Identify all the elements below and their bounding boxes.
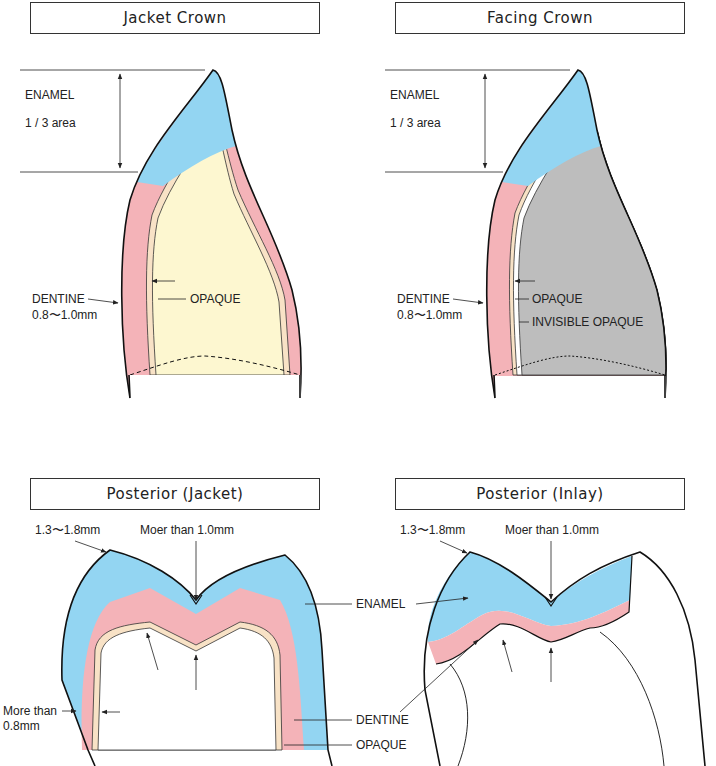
tooth-outline	[122, 70, 301, 398]
measure-lines	[20, 70, 205, 172]
dimension-arrow	[485, 74, 486, 168]
part-label: ENAMEL	[356, 597, 405, 612]
part-label: OPAQUE	[532, 292, 582, 307]
thickness-arrow	[515, 281, 535, 282]
part-label: More than 0.8mm	[3, 704, 61, 734]
leader-line	[158, 299, 186, 300]
dentine-layer	[82, 588, 304, 750]
part-label: 1 / 3 area	[25, 116, 76, 131]
part-label: OPAQUE	[356, 738, 406, 753]
measure-lines	[385, 70, 570, 172]
opaque-layer	[92, 622, 282, 750]
thickness-arrow	[152, 281, 175, 282]
part-label: OPAQUE	[190, 292, 240, 307]
part-label: DENTINE	[32, 292, 85, 307]
thickness-arrow	[102, 712, 120, 713]
panel-title-box: Jacket Crown	[30, 2, 320, 34]
tooth-outline	[424, 552, 705, 766]
panel-title: Posterior (Inlay)	[476, 485, 603, 503]
thickness-arrow	[503, 640, 512, 672]
leader-line	[515, 299, 529, 300]
leader-line	[519, 322, 529, 323]
posterior-inlay-drawing	[424, 552, 705, 766]
inlay-outline	[436, 556, 632, 664]
part-label: DENTINE	[397, 292, 450, 307]
part-label: Moer than 1.0mm	[505, 523, 599, 538]
part-label: ENAMEL	[25, 88, 74, 103]
dimension-arrow	[120, 74, 121, 168]
tooth-outline	[62, 550, 332, 766]
facing-crown-drawing	[385, 70, 666, 398]
tooth-body	[424, 552, 705, 766]
tooth-outline	[487, 70, 666, 398]
dentine-layer	[487, 70, 666, 398]
jacket-crown-drawing	[20, 70, 301, 398]
part-label: Moer than 1.0mm	[140, 523, 234, 538]
panel-title: Facing Crown	[487, 9, 593, 27]
dentine-layer	[122, 70, 301, 398]
leader-line	[453, 299, 483, 303]
enamel-layer	[502, 70, 601, 186]
thickness-arrow	[147, 633, 158, 670]
thickness-arrow	[551, 648, 552, 682]
enamel-layer	[62, 550, 328, 750]
prepared-tooth	[98, 628, 276, 750]
part-label: 1.3〜1.8mm	[400, 523, 465, 538]
margin-line	[130, 356, 300, 375]
margin-line	[495, 356, 665, 375]
panel-title-box: Posterior (Inlay)	[395, 478, 685, 510]
internal-lines	[450, 632, 664, 766]
part-label: ENAMEL	[390, 88, 439, 103]
panel-title-box: Posterior (Jacket)	[30, 478, 320, 510]
part-label: 1 / 3 area	[390, 116, 441, 131]
panel-title: Posterior (Jacket)	[107, 485, 244, 503]
part-label: 1.3〜1.8mm	[35, 523, 100, 538]
part-label: DENTINE	[356, 713, 409, 728]
part-label: 0.8〜1.0mm	[397, 308, 462, 323]
callout-lines	[62, 541, 551, 745]
part-label: 0.8〜1.0mm	[32, 308, 97, 323]
panel-title-box: Facing Crown	[395, 2, 685, 34]
posterior-jacket-drawing	[62, 550, 332, 766]
thickness-arrow	[196, 655, 197, 690]
leader-line	[88, 299, 118, 303]
panel-title: Jacket Crown	[123, 9, 226, 27]
enamel-layer	[137, 70, 236, 186]
part-label: INVISIBLE OPAQUE	[532, 315, 643, 330]
